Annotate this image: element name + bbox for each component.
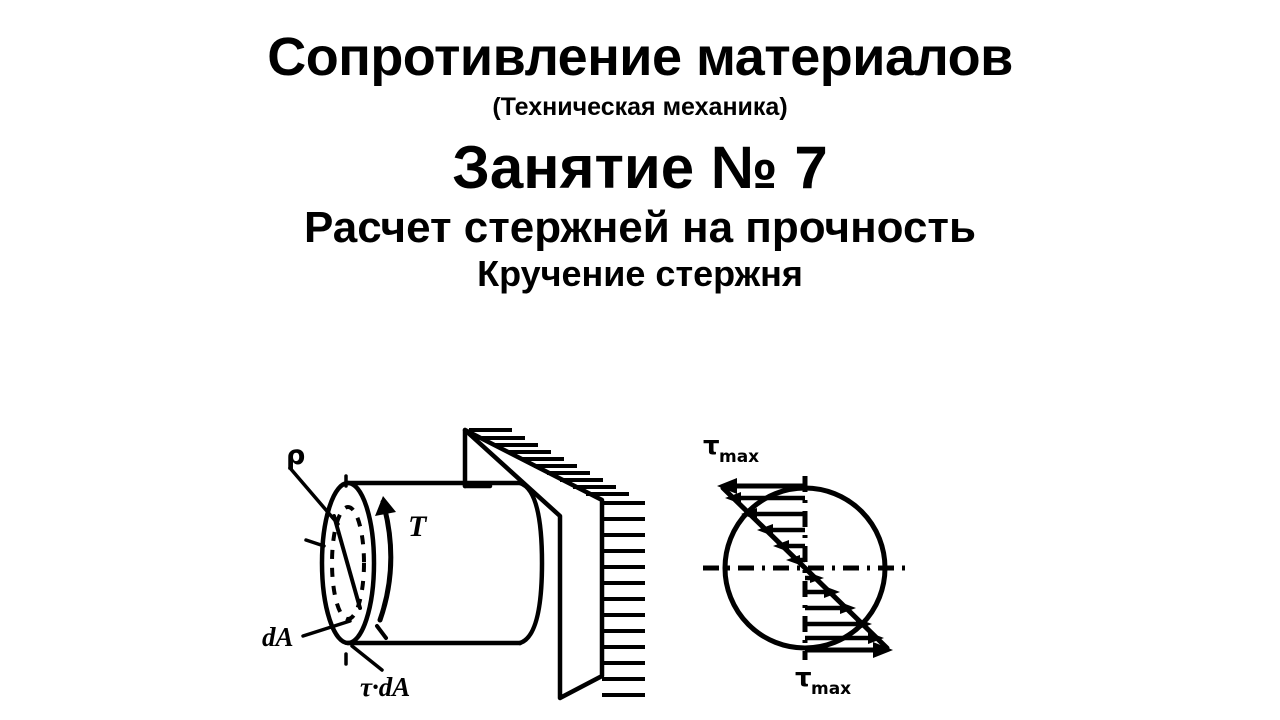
tau-dA-leader-line — [350, 644, 384, 672]
dA-leader-line — [301, 619, 352, 638]
rho-radius-line — [332, 514, 362, 610]
label-tau-max-bottom-symbol: τ — [795, 663, 812, 693]
torque-arc-tail — [375, 624, 388, 640]
rho-leader-line — [288, 466, 340, 526]
wall-hatching-right — [602, 501, 645, 697]
shaft-end-face-ellipse — [319, 480, 377, 646]
end-face-ticks — [304, 474, 348, 666]
page-title: Сопротивление материалов — [267, 27, 1013, 87]
label-tau-max-bottom-subscript: max — [811, 679, 851, 699]
label-dA: dA — [262, 622, 294, 652]
shear-stress-distribution-diagram: τ max τ max — [655, 418, 955, 710]
label-rho: ρ — [286, 440, 305, 471]
lesson-number: Занятие № 7 — [452, 134, 828, 201]
tau-max-top-arrow — [717, 478, 805, 494]
shaft-torsion-diagram: ρ dA τ·dA T — [250, 408, 645, 720]
stress-arrowheads-upper — [725, 492, 800, 565]
torque-arrowhead — [375, 496, 396, 516]
label-tau-max-top-subscript: max — [719, 447, 759, 467]
shaft-right-end — [517, 480, 545, 646]
shaft-diagram-svg: ρ dA τ·dA T — [262, 427, 645, 702]
label-tau-max-bottom: τ max — [795, 663, 851, 699]
label-tau-max-top-symbol: τ — [703, 431, 720, 461]
torque-arc-arrow — [377, 499, 394, 623]
label-tau-max-top: τ max — [703, 431, 759, 467]
wall-slab — [462, 427, 605, 701]
page-subtitle: (Техническая механика) — [492, 93, 788, 121]
tau-max-bottom-arrow — [805, 642, 893, 658]
label-torque-T: T — [408, 510, 428, 543]
label-tau-dA: τ·dA — [360, 672, 410, 702]
rho-circle-dashed — [330, 505, 366, 621]
wall-hatching-top — [469, 428, 629, 496]
lesson-subtopic: Кручение стержня — [477, 253, 803, 294]
title-block: Сопротивление материалов (Техническая ме… — [0, 28, 1280, 294]
stress-diagram-svg: τ max τ max — [703, 431, 907, 699]
lesson-topic: Расчет стержней на прочность — [303, 203, 977, 252]
stress-arrowheads-lower — [810, 573, 884, 644]
